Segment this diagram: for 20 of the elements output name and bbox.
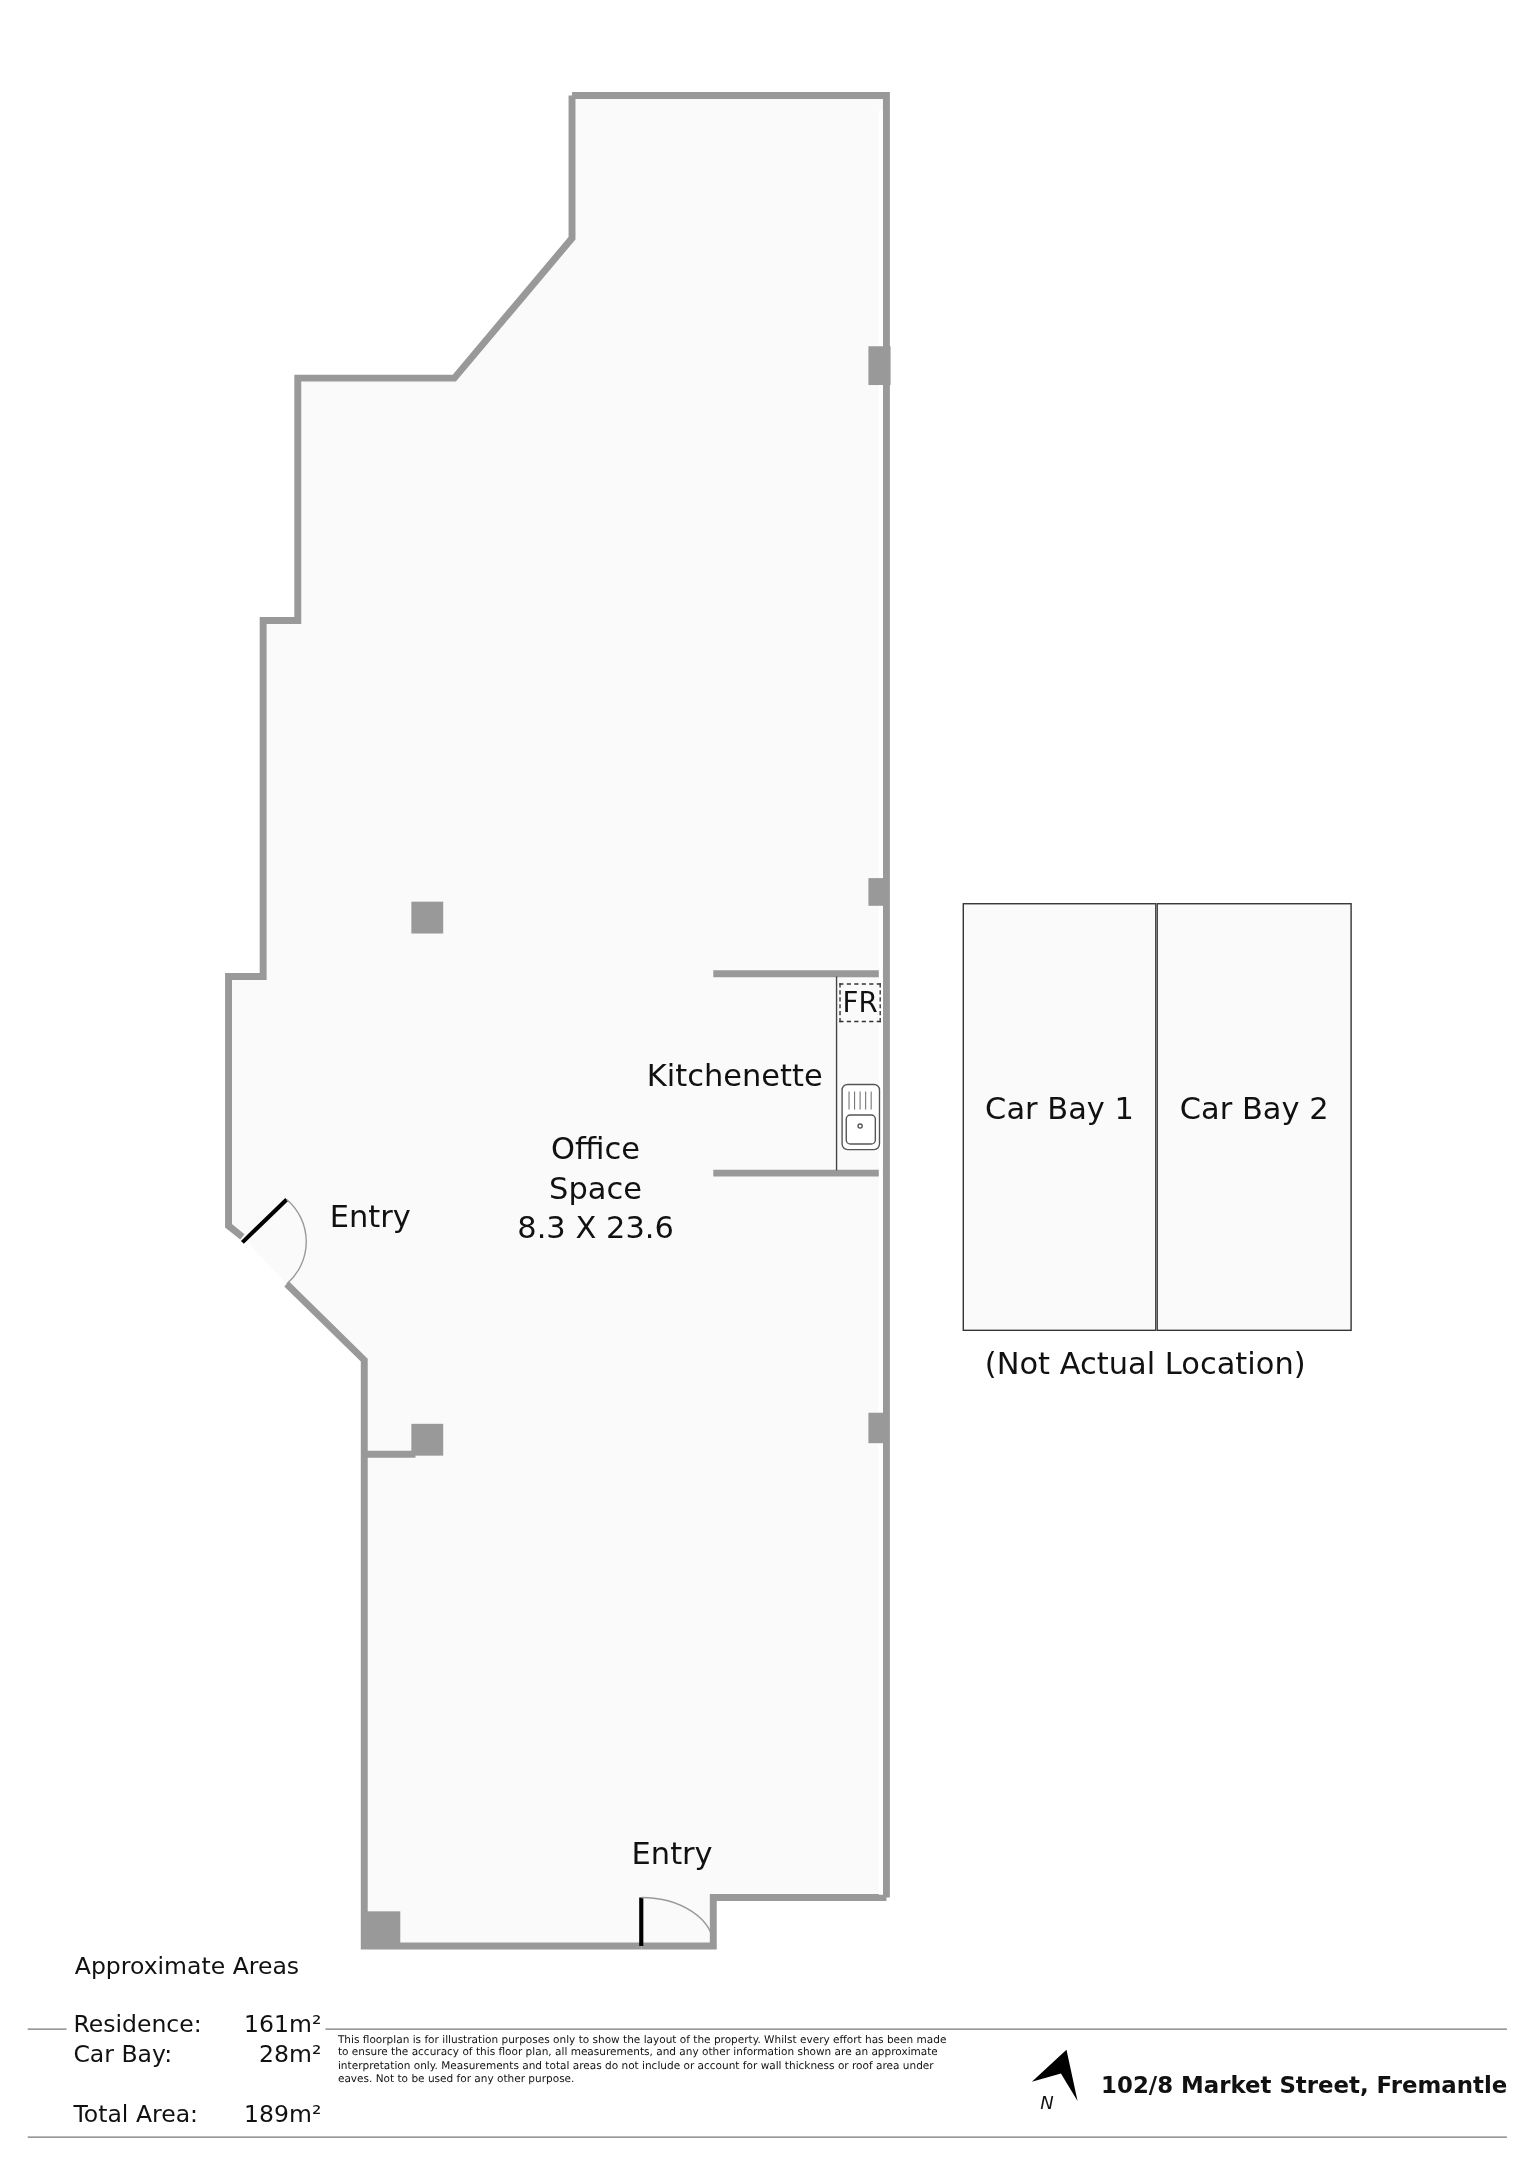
area-value: 28m²: [259, 2041, 322, 2068]
north-letter: N: [1040, 2094, 1054, 2114]
location-note: (Not Actual Location): [984, 1347, 1306, 1382]
areas-heading: Approximate Areas: [74, 1952, 300, 1979]
bay-name: Car Bay 1: [984, 1092, 1135, 1127]
bay-name: Car Bay 2: [1178, 1092, 1330, 1127]
room-dimensions: 8.3 X 23.6: [516, 1209, 675, 1248]
area-value: 161m²: [244, 2011, 322, 2037]
address-title: 102/8 Market Street, Fremantle: [1101, 2073, 1508, 2099]
room-name: Office Space: [548, 1130, 643, 1208]
door-label: Entry: [329, 1200, 411, 1235]
room-name: Kitchenette: [646, 1059, 823, 1094]
car-bay: [962, 903, 1157, 1331]
door-label: Entry: [631, 1837, 713, 1872]
area-value: 189m²: [244, 2101, 322, 2127]
disclaimer-text: This floorplan is for illustration purposes only to show the layout of the property. Whilst every effort has been made to ensure the accuracy of this floor plan, all measurements, and any other information shown are an approximate interpretation only. Measurements and total areas do not include or account for wall thickness or roof area under eaves. Not to be used for any other purpose.: [337, 2033, 948, 2086]
area-name: Total Area:: [73, 2101, 198, 2127]
car-bay: [1156, 903, 1352, 1331]
area-name: Residence:: [73, 2011, 202, 2037]
area-name: Car Bay:: [73, 2041, 173, 2068]
